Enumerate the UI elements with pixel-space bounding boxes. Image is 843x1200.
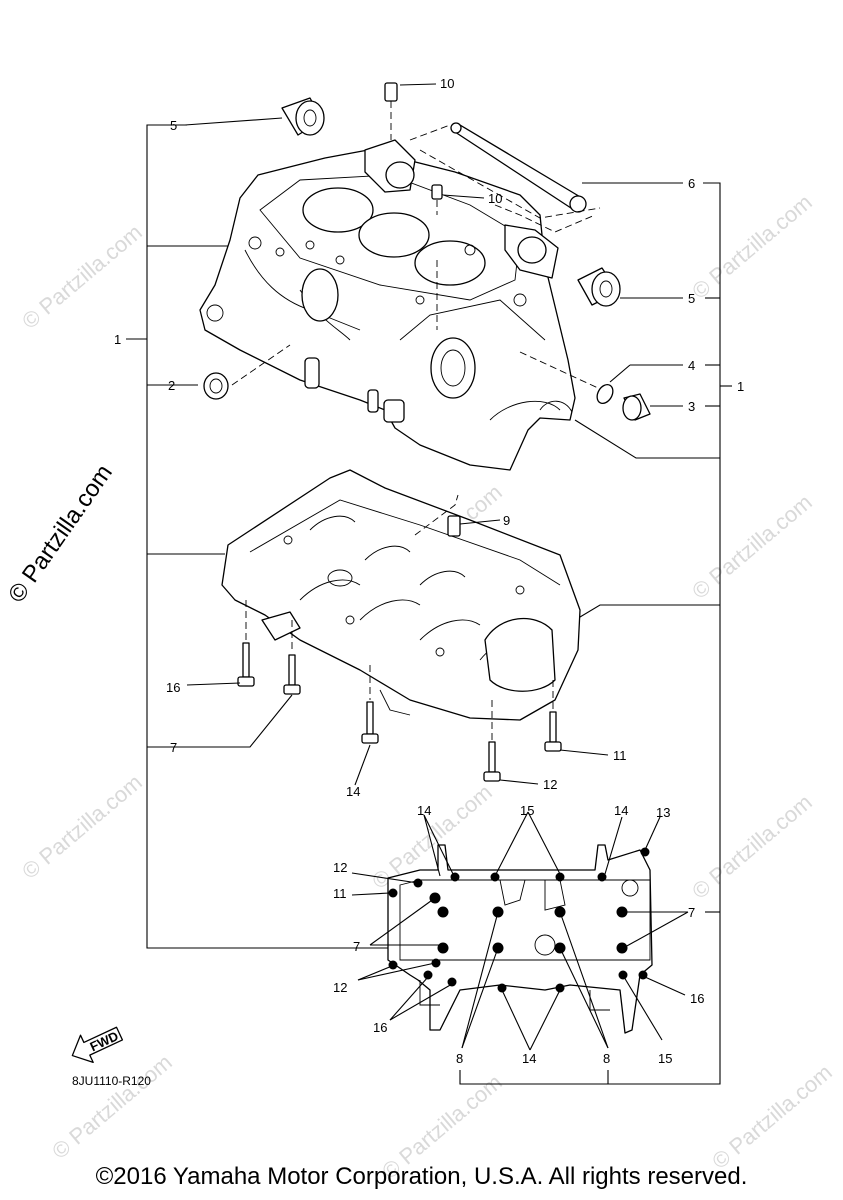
callout-8-left: 8	[456, 1051, 463, 1066]
dowel-pin-mid	[431, 184, 443, 330]
svg-text:© Partzilla.com: © Partzilla.com	[47, 1049, 177, 1163]
svg-text:© Partzilla.com: © Partzilla.com	[17, 769, 147, 883]
callout-15-bottom: 15	[658, 1051, 672, 1066]
callout-16-gasket-left: 16	[373, 1020, 387, 1035]
o-ring	[519, 351, 614, 404]
callout-8-right: 8	[603, 1051, 610, 1066]
callout-10-top: 10	[440, 76, 454, 91]
copyright-notice: ©2016 Yamaha Motor Corporation, U.S.A. A…	[95, 1163, 748, 1190]
callout-14-gasket-right: 14	[614, 803, 628, 818]
callout-2: 2	[168, 378, 175, 393]
dowel-pin-top	[384, 82, 398, 140]
callout-9: 9	[503, 513, 510, 528]
engine-mount-bushing-right	[577, 267, 621, 307]
fwd-label: FWD	[88, 1028, 121, 1054]
bolt-11	[544, 680, 562, 752]
callout-14-gasket-bottom: 14	[522, 1051, 536, 1066]
callout-7-gasket-left: 7	[353, 939, 360, 954]
svg-text:© Partzilla.com: © Partzilla.com	[707, 1059, 837, 1173]
bolt-12	[483, 700, 501, 782]
callout-1-right: 1	[737, 379, 744, 394]
bolt-7	[283, 620, 301, 695]
callout-14-mid: 14	[346, 784, 360, 799]
callout-12-gasket-bottom: 12	[333, 980, 347, 995]
drain-plug	[203, 344, 291, 400]
mount-boss-left	[364, 139, 416, 193]
svg-text:© Partzilla.com: © Partzilla.com	[687, 789, 817, 903]
callout-7-gasket-right: 7	[688, 905, 695, 920]
dowel-pin-lower	[447, 515, 461, 537]
bolt-pattern-view	[387, 844, 653, 1034]
fwd-arrow-icon: FWD	[71, 1026, 124, 1064]
svg-text:© Partzilla.com: © Partzilla.com	[687, 189, 817, 303]
callout-7-mid: 7	[170, 740, 177, 755]
bolt-14	[361, 665, 379, 744]
bolt-16	[237, 600, 255, 687]
callout-16-left: 16	[166, 680, 180, 695]
callout-10-mid: 10	[488, 191, 502, 206]
oil-cap	[622, 393, 651, 421]
callout-12: 12	[543, 777, 557, 792]
callout-1-left: 1	[114, 332, 121, 347]
callout-14-gasket-left: 14	[417, 803, 431, 818]
diagram-code: 8JU1110-R120	[72, 1074, 151, 1088]
callout-11-gasket: 11	[333, 886, 347, 901]
callout-5-top: 5	[170, 118, 177, 133]
callout-5-right: 5	[688, 291, 695, 306]
engine-mount-bushing-top	[281, 97, 325, 136]
assembly-bracket-left	[126, 124, 420, 949]
mount-boss-right	[504, 224, 559, 279]
upper-crankcase	[199, 149, 576, 471]
callout-6: 6	[688, 176, 695, 191]
engine-mount-shaft	[409, 122, 601, 233]
leader-lines	[184, 83, 689, 1051]
callout-13: 13	[656, 805, 670, 820]
svg-text:© Partzilla.com: © Partzilla.com	[17, 219, 147, 333]
callout-labels: 1 1 2 3 4 5 5 6 7 7 7 8 8 9 10 10 11 11 …	[114, 76, 744, 1066]
callout-11: 11	[613, 748, 627, 763]
svg-text:© Partzilla.com: © Partzilla.com	[687, 489, 817, 603]
lower-crankcase	[221, 469, 581, 721]
callout-15-top: 15	[520, 803, 534, 818]
callout-3: 3	[688, 399, 695, 414]
assembly-bracket-right	[459, 182, 732, 1085]
callout-4: 4	[688, 358, 695, 373]
callout-12-gasket-top: 12	[333, 860, 347, 875]
callout-16-gasket-right: 16	[690, 991, 704, 1006]
